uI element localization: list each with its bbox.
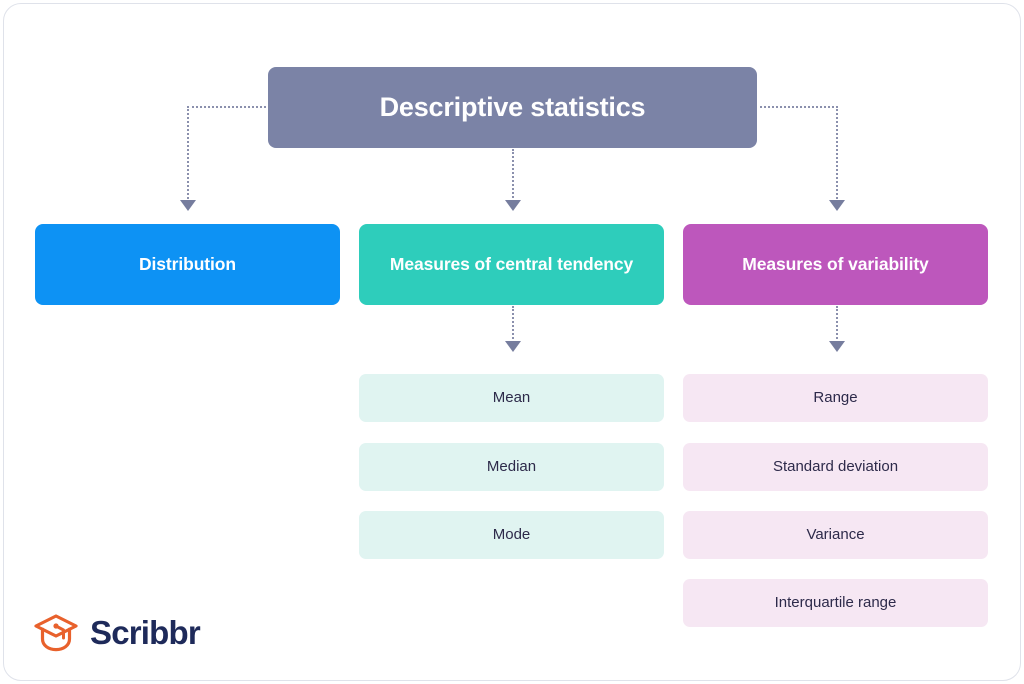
connector-root-to-central-tendency	[512, 149, 514, 202]
connector-root-to-variability-horizontal	[755, 106, 838, 108]
node-distribution[interactable]: Distribution	[35, 224, 340, 305]
node-measures-of-central-tendency[interactable]: Measures of central tendency	[359, 224, 664, 305]
node-standard-deviation[interactable]: Standard deviation	[683, 443, 988, 491]
arrowhead-to-variability-children	[829, 341, 845, 352]
arrowhead-to-variability	[829, 200, 845, 211]
scribbr-wordmark: Scribbr	[90, 614, 201, 651]
connector-central-tendency-to-children	[512, 306, 514, 343]
graduation-cap-icon	[34, 614, 78, 652]
arrowhead-to-distribution	[180, 200, 196, 211]
arrowhead-to-central-tendency	[505, 200, 521, 211]
node-variance[interactable]: Variance	[683, 511, 988, 559]
node-mode[interactable]: Mode	[359, 511, 664, 559]
connector-root-to-distribution-vertical	[187, 106, 189, 202]
node-measures-of-variability[interactable]: Measures of variability	[683, 224, 988, 305]
node-range[interactable]: Range	[683, 374, 988, 422]
scribbr-logo: Scribbr	[33, 612, 201, 654]
node-descriptive-statistics[interactable]: Descriptive statistics	[268, 67, 757, 148]
node-median[interactable]: Median	[359, 443, 664, 491]
connector-root-to-distribution-horizontal	[187, 106, 270, 108]
node-mean[interactable]: Mean	[359, 374, 664, 422]
arrowhead-to-central-tendency-children	[505, 341, 521, 352]
connector-variability-to-children	[836, 306, 838, 343]
node-interquartile-range[interactable]: Interquartile range	[683, 579, 988, 627]
connector-root-to-variability-vertical	[836, 106, 838, 202]
